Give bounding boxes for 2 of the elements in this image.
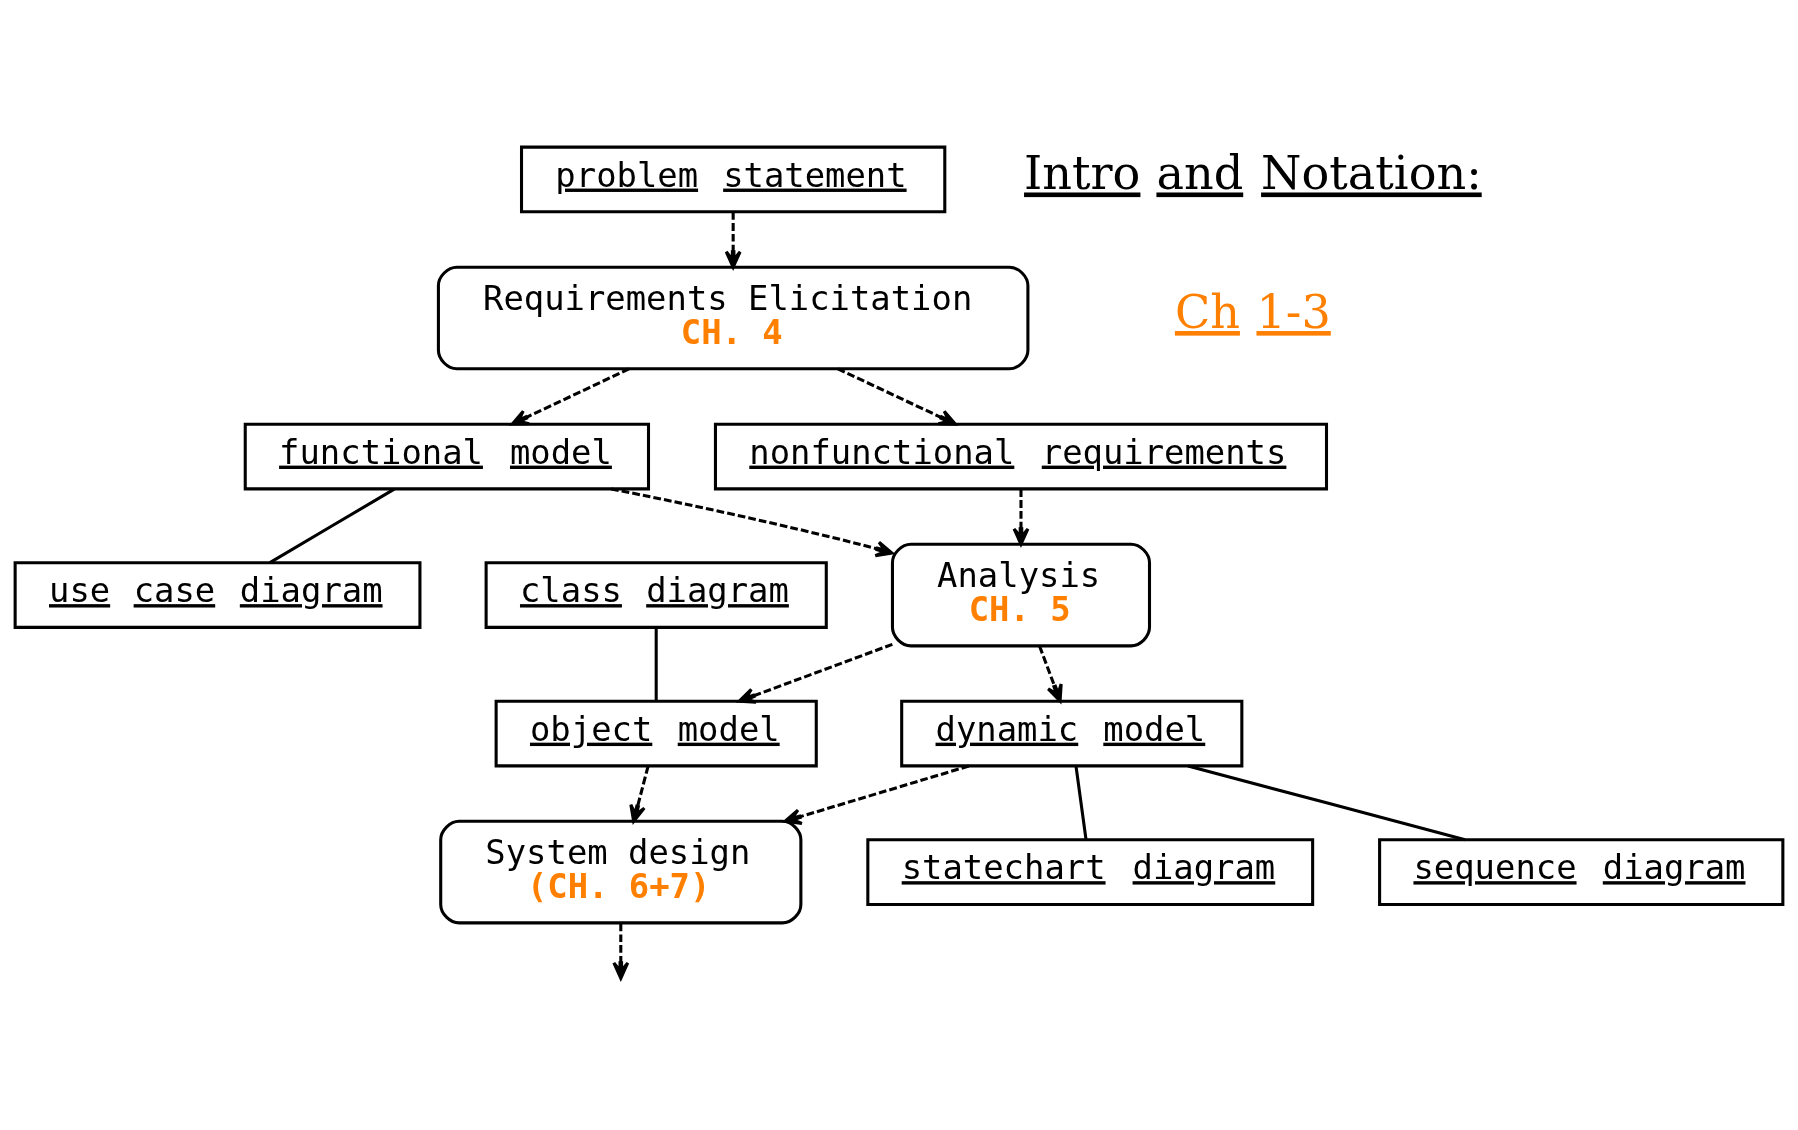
label: Intro and Notation: [1024,145,1482,200]
label: Ch 1-3 [1174,284,1331,339]
